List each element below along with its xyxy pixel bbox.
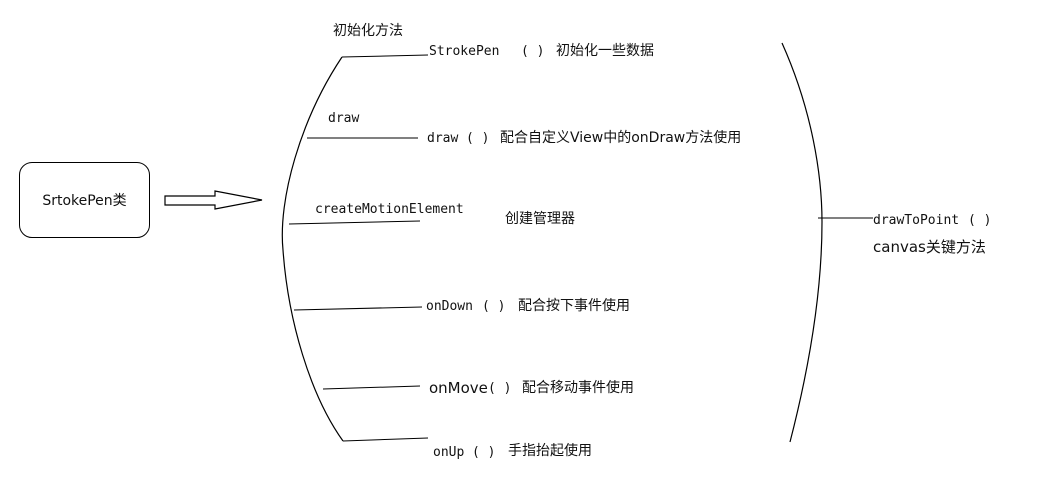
- class-node: SrtokePen类: [19, 162, 150, 238]
- method-parens-onup: ( ): [472, 445, 496, 460]
- key-method-desc: canvas关键方法: [873, 238, 986, 256]
- key-method-parens: ( ): [968, 213, 992, 228]
- method-desc-draw: 配合自定义View中的onDraw方法使用: [500, 130, 742, 146]
- draw-caption: draw: [328, 111, 360, 126]
- left-brace-line: [281, 56, 344, 442]
- method-desc-ondown: 配合按下事件使用: [518, 298, 630, 314]
- key-method-name: drawToPoint: [873, 213, 960, 228]
- branch-line-strokepen: [341, 54, 429, 58]
- method-name-onup: onUp: [433, 445, 465, 460]
- branch-line-ondown: [293, 306, 423, 311]
- method-desc-onup: 手指抬起使用: [508, 443, 592, 459]
- method-parens-ondown: ( ): [482, 299, 506, 314]
- branch-line-create: [288, 220, 421, 225]
- method-desc-createmotionelement: 创建管理器: [505, 211, 575, 227]
- method-name-onmove: onMove: [429, 379, 488, 397]
- method-parens-draw: ( ): [466, 131, 490, 146]
- branch-line-onup: [342, 437, 429, 442]
- method-parens-onmove: ( ): [488, 381, 512, 396]
- big-arrow-icon: [164, 190, 263, 210]
- method-name-ondown: onDown: [426, 299, 473, 314]
- method-desc-onmove: 配合移动事件使用: [522, 380, 634, 396]
- class-node-label: SrtokePen类: [42, 193, 127, 209]
- right-brace-line: [781, 42, 823, 443]
- method-name-draw: draw: [427, 131, 459, 146]
- method-parens-strokepen: ( ): [521, 44, 545, 59]
- method-name-createmotionelement: createMotionElement: [315, 202, 464, 217]
- branch-line-onmove: [322, 385, 421, 390]
- method-name-strokepen: StrokePen: [429, 44, 500, 59]
- method-desc-strokepen: 初始化一些数据: [556, 43, 654, 59]
- init-section-label: 初始化方法: [333, 23, 403, 39]
